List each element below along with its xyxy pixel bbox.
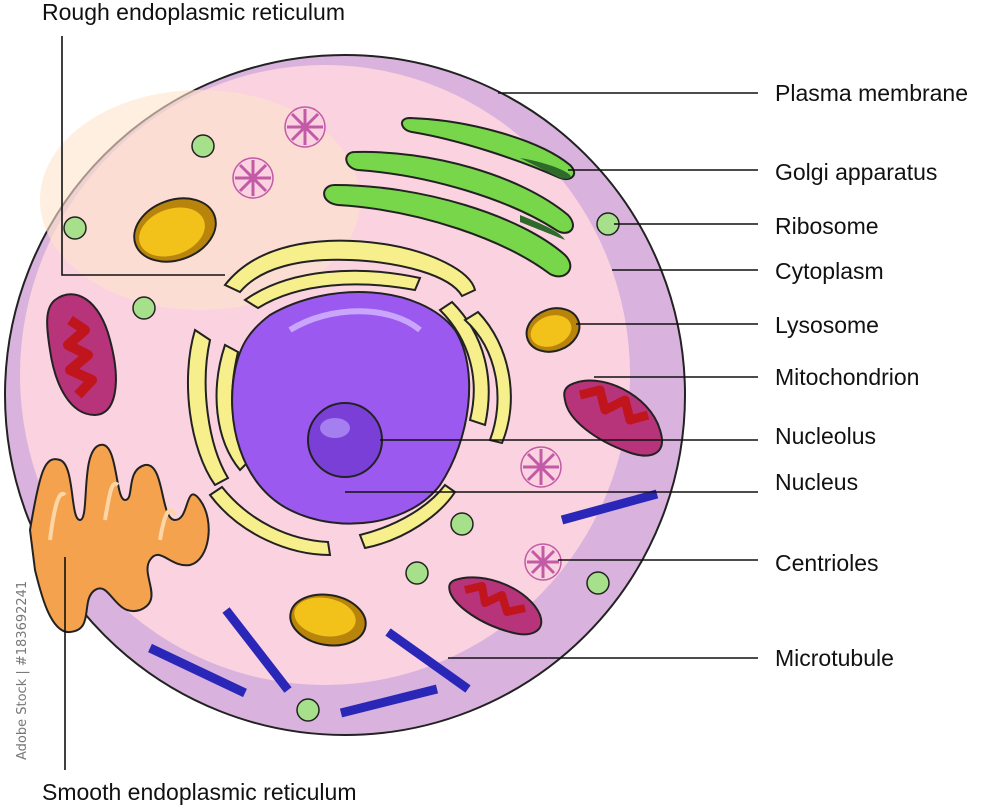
nucleus-highlight — [288, 308, 422, 333]
label-smooth-er: Smooth endoplasmic reticulum — [42, 779, 356, 805]
label-plasma-membrane: Plasma membrane — [775, 80, 968, 106]
golgi-shape — [323, 116, 576, 278]
label-centrioles: Centrioles — [775, 550, 879, 576]
nucleolus-shape — [307, 402, 383, 478]
smooth-er-shape — [28, 443, 210, 634]
ribosome-dots — [63, 134, 620, 722]
label-ribosome: Ribosome — [775, 213, 879, 239]
label-cytoplasm: Cytoplasm — [775, 258, 884, 284]
centriole-shapes — [232, 106, 562, 581]
nucleolus-highlight — [320, 418, 350, 438]
lysosome-shape-3 — [289, 593, 367, 647]
leader-rough-er — [61, 36, 225, 276]
mitochondrion-shape-1 — [46, 293, 117, 417]
label-rough-er: Rough endoplasmic reticulum — [42, 0, 345, 25]
label-microtubule: Microtubule — [775, 645, 894, 671]
leader-lines — [61, 36, 758, 770]
mitochondrion-shape-2 — [563, 379, 663, 457]
label-nucleolus: Nucleolus — [775, 423, 876, 449]
watermark-text: Adobe Stock | #183692241 — [15, 581, 30, 760]
label-nucleus: Nucleus — [775, 469, 858, 495]
label-golgi: Golgi apparatus — [775, 159, 937, 185]
rough-er-shape — [186, 239, 512, 557]
label-lysosome: Lysosome — [775, 312, 879, 338]
label-mitochondrion: Mitochondrion — [775, 364, 919, 390]
microtubule-shapes — [148, 489, 659, 718]
lysosome-shape-2 — [525, 307, 581, 353]
mitochondrion-shape-3 — [448, 576, 543, 636]
lysosome-shape-1 — [133, 197, 217, 263]
